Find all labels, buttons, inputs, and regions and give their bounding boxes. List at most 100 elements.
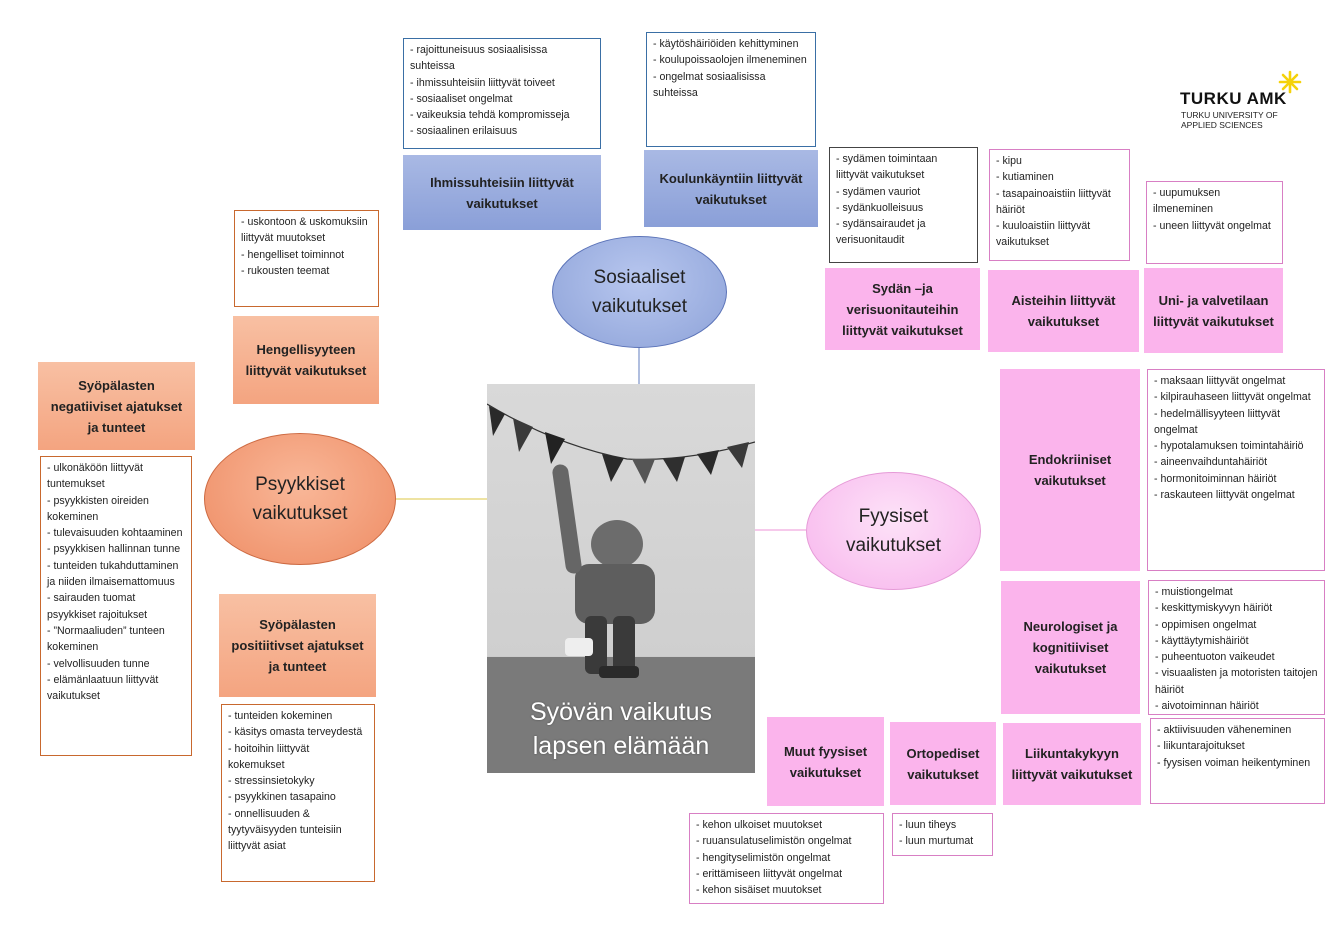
- list-item: stressinsietokyky: [228, 773, 368, 789]
- label-neuro: Neurologiset ja kognitiiviset vaikutukse…: [1001, 581, 1140, 714]
- list-item: sydänsairaudet ja verisuonitaudit: [836, 216, 971, 249]
- center-title-line-2: lapsen elämään: [532, 732, 710, 760]
- list-item: hoitoihin liittyvät kokemukset: [228, 741, 368, 774]
- list-item: visuaalisten ja motoristen taitojen häir…: [1155, 665, 1318, 698]
- list-item: sosiaaliset ongelmat: [410, 91, 594, 107]
- list-item: kehon ulkoiset muutokset: [696, 817, 877, 833]
- list-endokriiniset: maksaan liittyvät ongelmatkilpirauhaseen…: [1147, 369, 1325, 571]
- list-negatiiviset: ulkonäköön liittyvät tuntemuksetpsyykkis…: [40, 456, 192, 756]
- list-item: fyysisen voiman heikentyminen: [1157, 755, 1318, 771]
- list-sydan: sydämen toimintaan liittyvät vaikutukset…: [829, 147, 978, 263]
- list-item: keskittymiskyvyn häiriöt: [1155, 600, 1318, 616]
- list-item: käsitys omasta terveydestä: [228, 724, 368, 740]
- label-liikunta: Liikuntakykyyn liittyvät vaikutukset: [1003, 723, 1141, 805]
- list-item: kilpirauhaseen liittyvät ongelmat: [1154, 389, 1318, 405]
- list-item: hypotalamuksen toimintahäiriö: [1154, 438, 1318, 454]
- label-uni: Uni- ja valvetilaan liittyvät vaikutukse…: [1144, 268, 1283, 353]
- list-item: rajoittuneisuus sosiaalisissa suhteissa: [410, 42, 594, 75]
- list-item: tasapainoaistiin liittyvät häiriöt: [996, 186, 1123, 219]
- list-aisti: kipukutiaminentasapainoaistiin liittyvät…: [989, 149, 1130, 261]
- list-item: rukousten teemat: [241, 263, 372, 279]
- list-item: ”Normaaliuden” tunteen kokeminen: [47, 623, 185, 656]
- list-item: sosiaalinen erilaisuus: [410, 123, 594, 139]
- list-item: aktiivisuuden väheneminen: [1157, 722, 1318, 738]
- list-item: hengelliset toiminnot: [241, 247, 372, 263]
- list-item: aivotoiminnan häiriöt: [1155, 698, 1318, 714]
- list-item: onnellisuuden & tyytyväisyyden tunteisii…: [228, 806, 368, 855]
- turku-amk-logo: TURKU AMK TURKU UNIVERSITY OF APPLIED SC…: [1180, 70, 1310, 132]
- label-aisti: Aisteihin liittyvät vaikutukset: [988, 270, 1139, 352]
- ellipse-psych-line-1: Psyykkiset: [255, 474, 345, 495]
- list-item: elämänlaatuun liittyvät vaikutukset: [47, 672, 185, 705]
- list-item: tunteiden tukahduttaminen ja niiden ilma…: [47, 558, 185, 591]
- list-item: uupumuksen ilmeneminen: [1153, 185, 1276, 218]
- list-item: kutiaminen: [996, 169, 1123, 185]
- list-item: hedelmällisyyteen liittyvät ongelmat: [1154, 406, 1318, 439]
- ellipse-physical-line-2: vaikutukset: [845, 535, 942, 556]
- list-item: velvollisuuden tunne: [47, 656, 185, 672]
- list-item: vaikeuksia tehdä kompromisseja: [410, 107, 594, 123]
- list-item: ruuansulatuselimistön ongelmat: [696, 833, 877, 849]
- list-muut: kehon ulkoiset muutoksetruuansulatuselim…: [689, 813, 884, 904]
- list-item: erittämiseen liittyvät ongelmat: [696, 866, 877, 882]
- logo-name: TURKU AMK: [1180, 89, 1287, 108]
- list-item: hormonitoiminnan häiriöt: [1154, 471, 1318, 487]
- list-item: ongelmat sosiaalisissa suhteissa: [653, 69, 809, 102]
- list-item: kuuloaistiin liittyvät vaikutukset: [996, 218, 1123, 251]
- ellipse-physical-line-1: Fyysiset: [858, 506, 929, 527]
- center-title: Syövän vaikutus lapsen elämään: [487, 695, 755, 763]
- list-item: tunteiden kokeminen: [228, 708, 368, 724]
- ellipse-physical-effects: Fyysiset vaikutukset: [806, 472, 981, 590]
- list-item: kipu: [996, 153, 1123, 169]
- ellipse-psych-line-2: vaikutukset: [252, 503, 348, 524]
- list-item: psyykkisten oireiden kokeminen: [47, 493, 185, 526]
- list-uni: uupumuksen ilmeneminenuneen liittyvät on…: [1146, 181, 1283, 264]
- label-negatiiviset: Syöpälasten negatiiviset ajatukset ja tu…: [38, 362, 195, 450]
- label-positiiviset: Syöpälasten positiitivset ajatukset ja t…: [219, 594, 376, 697]
- label-endokriiniset: Endokriiniset vaikutukset: [1000, 369, 1140, 571]
- list-ihmissuhteet: rajoittuneisuus sosiaalisissa suhteissai…: [403, 38, 601, 149]
- list-item: uneen liittyvät ongelmat: [1153, 218, 1276, 234]
- list-item: maksaan liittyvät ongelmat: [1154, 373, 1318, 389]
- list-item: luun tiheys: [899, 817, 986, 833]
- list-item: uskontoon & uskomuksiin liittyvät muutok…: [241, 214, 372, 247]
- list-koulunkaynti: käytöshäiriöiden kehittyminenkoulupoissa…: [646, 32, 816, 147]
- logo-sub-1: TURKU UNIVERSITY OF: [1181, 110, 1278, 120]
- center-title-line-1: Syövän vaikutus: [529, 698, 713, 726]
- list-item: puheentuoton vaikeudet: [1155, 649, 1318, 665]
- list-ortopediset: luun tiheysluun murtumat: [892, 813, 993, 856]
- list-neuro: muistiongelmatkeskittymiskyvyn häiriötop…: [1148, 580, 1325, 715]
- list-item: sydämen toimintaan liittyvät vaikutukset: [836, 151, 971, 184]
- label-koulunkaynti: Koulunkäyntiin liittyvät vaikutukset: [644, 150, 818, 227]
- ellipse-psych-effects: Psyykkiset vaikutukset: [204, 433, 396, 565]
- list-item: liikuntarajoitukset: [1157, 738, 1318, 754]
- list-item: ihmissuhteisiin liittyvät toiveet: [410, 75, 594, 91]
- list-item: raskauteen liittyvät ongelmat: [1154, 487, 1318, 503]
- list-item: psyykkinen tasapaino: [228, 789, 368, 805]
- logo-sub-2: APPLIED SCIENCES: [1181, 120, 1263, 130]
- list-item: käyttäytymishäiriöt: [1155, 633, 1318, 649]
- center-photo: Syövän vaikutus lapsen elämään: [487, 384, 755, 773]
- ellipse-social-line-2: vaikutukset: [591, 296, 688, 317]
- list-item: muistiongelmat: [1155, 584, 1318, 600]
- list-item: oppimisen ongelmat: [1155, 617, 1318, 633]
- list-item: hengityselimistön ongelmat: [696, 850, 877, 866]
- list-liikunta: aktiivisuuden väheneminenliikuntarajoitu…: [1150, 718, 1325, 804]
- label-muut: Muut fyysiset vaikutukset: [767, 717, 884, 806]
- list-item: sairauden tuomat psyykkiset rajoitukset: [47, 590, 185, 623]
- list-hengellisyys: uskontoon & uskomuksiin liittyvät muutok…: [234, 210, 379, 307]
- list-item: sydämen vauriot: [836, 184, 971, 200]
- label-sydan: Sydän –ja verisuonitauteihin liittyvät v…: [825, 268, 980, 350]
- list-item: aineenvaihduntahäiriöt: [1154, 454, 1318, 470]
- list-item: ulkonäköön liittyvät tuntemukset: [47, 460, 185, 493]
- list-item: käytöshäiriöiden kehittyminen: [653, 36, 809, 52]
- list-item: koulupoissaolojen ilmeneminen: [653, 52, 809, 68]
- label-ortopediset: Ortopediset vaikutukset: [890, 722, 996, 805]
- label-hengellisyys: Hengellisyyteen liittyvät vaikutukset: [233, 316, 379, 404]
- list-item: sydänkuolleisuus: [836, 200, 971, 216]
- label-ihmissuhteet: Ihmissuhteisiin liittyvät vaikutukset: [403, 155, 601, 230]
- bunting-illustration: [487, 403, 755, 773]
- list-item: psyykkisen hallinnan tunne: [47, 541, 185, 557]
